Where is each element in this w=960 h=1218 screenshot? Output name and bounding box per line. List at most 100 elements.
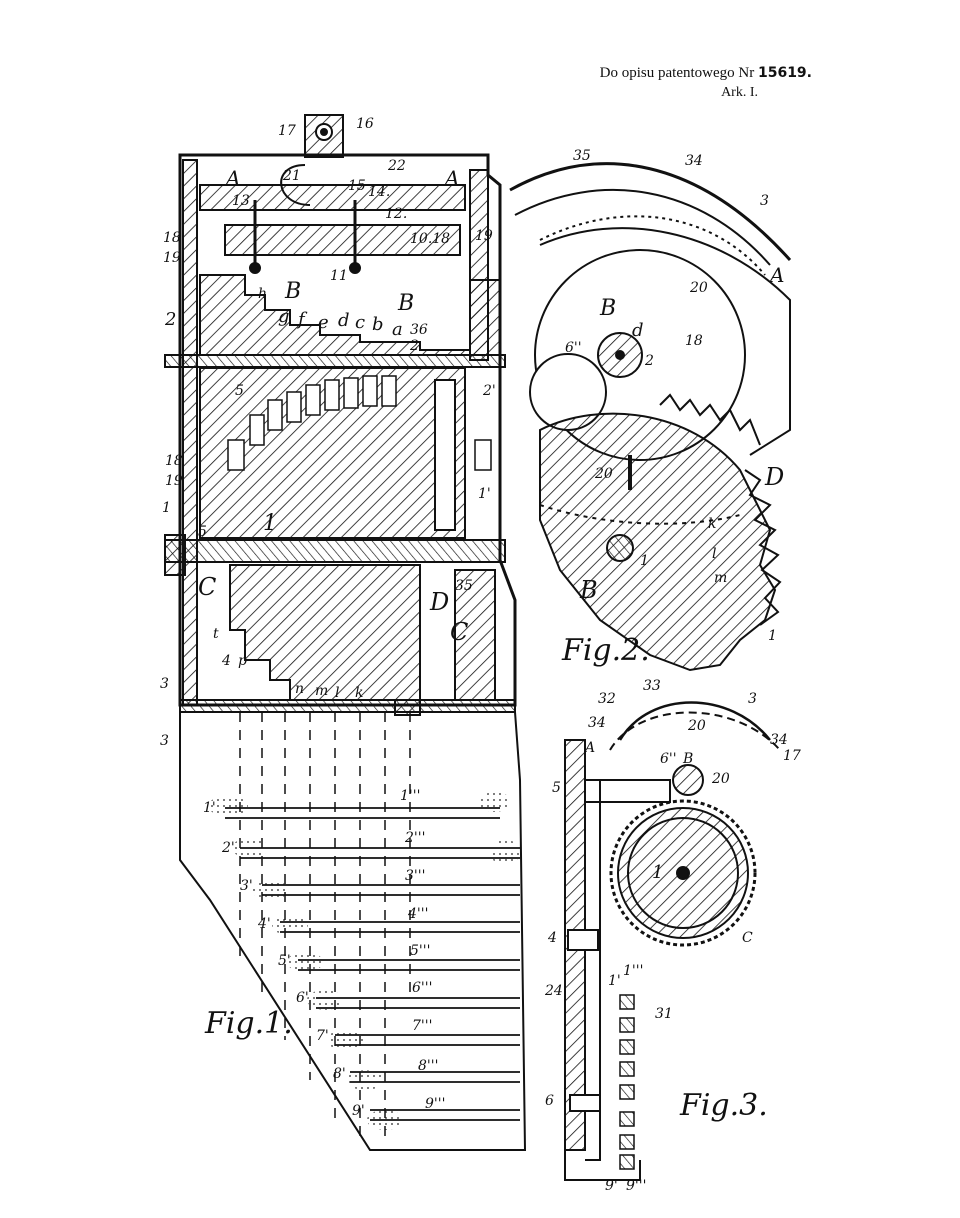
fig3-drawing <box>564 701 781 1181</box>
fig1-label: 5 <box>198 524 207 540</box>
fig1-label: 13 <box>232 193 250 209</box>
sheet-number: Ark. I. <box>721 85 758 100</box>
key-left-label: 7' <box>316 1028 329 1044</box>
fig3-label: 1' <box>608 973 621 989</box>
fig3-label: 34 <box>588 715 606 731</box>
fig1-label: 36 <box>410 322 428 338</box>
fig1-label: t <box>213 626 219 642</box>
fig2-label: 34 <box>685 153 703 169</box>
key-left-label: 9' <box>352 1103 365 1119</box>
fig3-label: C <box>742 930 753 946</box>
patent-title-prefix: Do opisu patentowego Nr <box>599 65 755 81</box>
fig1-label: 22 <box>387 158 406 174</box>
fig1-label: 12. <box>385 206 407 222</box>
fig1-label: 19 <box>475 228 493 244</box>
fig1-label: 14. <box>368 184 390 200</box>
fig1-label: B <box>284 279 301 304</box>
fig3-label: 24 <box>544 983 563 999</box>
fig3-label: 6'' <box>660 751 677 767</box>
key-label: 6''' <box>412 980 432 996</box>
sheet-header: Do opisu patentowego Nr 15619. Ark. I. <box>600 64 812 102</box>
fig2-label: d <box>632 320 644 341</box>
fig1-label: n <box>295 681 304 697</box>
fig1-label: 35 <box>455 578 473 594</box>
fig1-label: 11 <box>330 268 348 284</box>
fig2-label: A <box>768 263 784 287</box>
fig1-key-labels: 1''' 2''' 3''' 4''' 5''' 6''' 7''' 8''' … <box>203 788 445 1119</box>
fig3-label: A <box>583 740 595 756</box>
fig1-label: d <box>338 310 350 331</box>
fig1-label: 1' <box>478 486 491 502</box>
fig1-drawing <box>164 114 527 1151</box>
fig3-label: 6 <box>545 1093 554 1109</box>
fig1-label: l <box>335 685 339 701</box>
fig1-label: B <box>397 291 414 316</box>
fig3-labels: 32 33 3 34 20 34 17 A 6'' B 20 5 1 C 4 2… <box>544 678 801 1194</box>
fig2-labels: 35 34 3 20 A B d 6'' 2 18 20 D 1 k l m B… <box>565 148 784 644</box>
fig2-label: m <box>714 570 727 586</box>
fig1-label: h <box>258 286 267 302</box>
key-label: 1''' <box>400 788 420 804</box>
fig2-caption: Fig.2. <box>561 633 650 668</box>
fig1-caption: Fig.1. <box>204 1006 293 1041</box>
key-left-label: 4' <box>257 916 271 932</box>
key-label: 2''' <box>404 830 425 846</box>
fig2-label: 1 <box>640 553 649 569</box>
fig1-label: 2 <box>164 309 176 330</box>
fig3-label: 33 <box>643 678 661 694</box>
key-label: 7''' <box>412 1018 432 1034</box>
fig2-label: 2 <box>644 353 654 369</box>
fig1-label: b <box>372 314 384 335</box>
key-left-label: 1' <box>203 800 216 816</box>
fig2-label: 18 <box>685 333 703 349</box>
fig2-label: k <box>708 516 716 532</box>
fig3-caption: Fig.3. <box>679 1088 768 1123</box>
fig3-label: 1''' <box>623 963 643 979</box>
fig3-label: 4 <box>547 930 557 946</box>
key-left-label: 3' <box>240 878 253 894</box>
fig3-label: 9''' <box>626 1178 646 1194</box>
fig2-label: 35 <box>573 148 591 164</box>
key-label: 4''' <box>407 906 428 922</box>
fig1-label: 19 <box>163 250 181 266</box>
fig1-label: 15 <box>348 178 366 194</box>
key-label: 3''' <box>405 868 425 884</box>
fig2-label: 20 <box>689 280 708 296</box>
key-label: 5''' <box>410 943 430 959</box>
fig1-label: k <box>355 685 363 701</box>
fig1-label: D <box>429 588 449 616</box>
fig1-label: 21 <box>282 168 301 184</box>
fig2-label: B <box>579 576 598 604</box>
fig1-label: a <box>392 319 403 340</box>
fig3-label: 5 <box>552 780 561 796</box>
key-left-label: 5' <box>278 953 291 969</box>
fig1-label: 3 <box>160 676 169 692</box>
fig3-label: 17 <box>783 748 801 764</box>
fig1-label: 5 <box>235 383 244 399</box>
fig3-label: 34 <box>770 732 788 748</box>
fig3-label: 3 <box>748 691 757 707</box>
fig1-label: 1 <box>162 500 171 516</box>
key-left-label: 6' <box>296 990 309 1006</box>
fig3-label: 20 <box>687 718 706 734</box>
fig1-label: A <box>443 166 459 190</box>
key-left-label: 8' <box>333 1066 346 1082</box>
fig3-label: B <box>682 751 693 767</box>
fig1-label: p <box>238 653 247 669</box>
fig2-label: 1 <box>768 628 777 644</box>
fig3-label: 1 <box>652 862 663 883</box>
fig2-label: 6'' <box>565 340 582 356</box>
patent-reference: Do opisu patentowego Nr 15619. <box>600 64 812 83</box>
fig1-label: 19 <box>165 473 183 489</box>
key-left-label: 2' <box>221 840 235 856</box>
fig1-label: 18 <box>163 230 181 246</box>
fig1-label: 10.18 <box>410 231 450 247</box>
fig2-label: D <box>764 463 784 491</box>
fig3-label: 9' <box>605 1178 618 1194</box>
fig3-label: 32 <box>598 691 616 707</box>
fig2-drawing <box>509 162 792 672</box>
fig1-label: 3 <box>160 733 169 749</box>
fig2-label: B <box>599 296 616 321</box>
fig1-label: C <box>198 573 216 601</box>
